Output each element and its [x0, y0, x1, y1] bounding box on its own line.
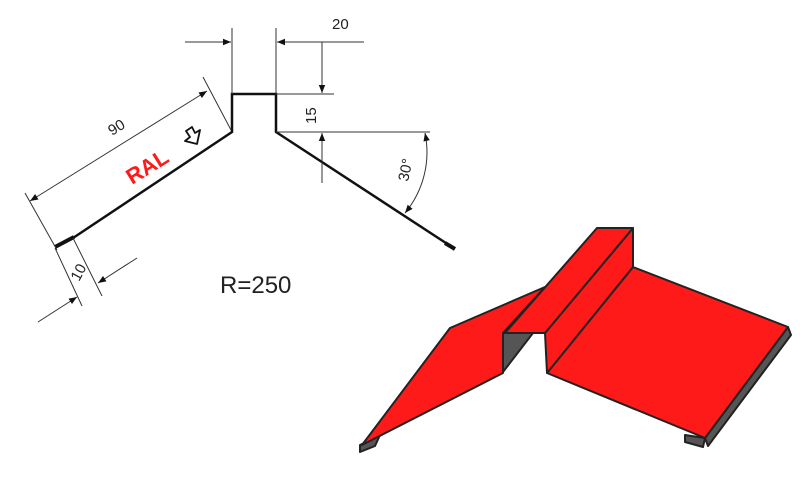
- coating-side-arrow-icon: [184, 126, 201, 145]
- radius-label: R=250: [220, 272, 291, 299]
- dimension-20-label: 20: [332, 16, 349, 33]
- ridge-3d-view: [359, 227, 792, 453]
- dimension-90: 90: [24, 76, 232, 251]
- ral-label: RAL: [121, 144, 173, 189]
- dimension-90-label: 90: [105, 116, 128, 139]
- dimension-15-label: 15: [303, 107, 320, 124]
- profile-section: [54, 92, 457, 251]
- angle-label: 30°: [395, 157, 416, 183]
- dimension-angle: 30°: [395, 132, 430, 214]
- dimension-10: 10: [37, 237, 138, 323]
- dimension-20: 20: [185, 16, 364, 94]
- dimension-15: 15: [276, 42, 430, 183]
- dimension-10-label: 10: [68, 261, 91, 284]
